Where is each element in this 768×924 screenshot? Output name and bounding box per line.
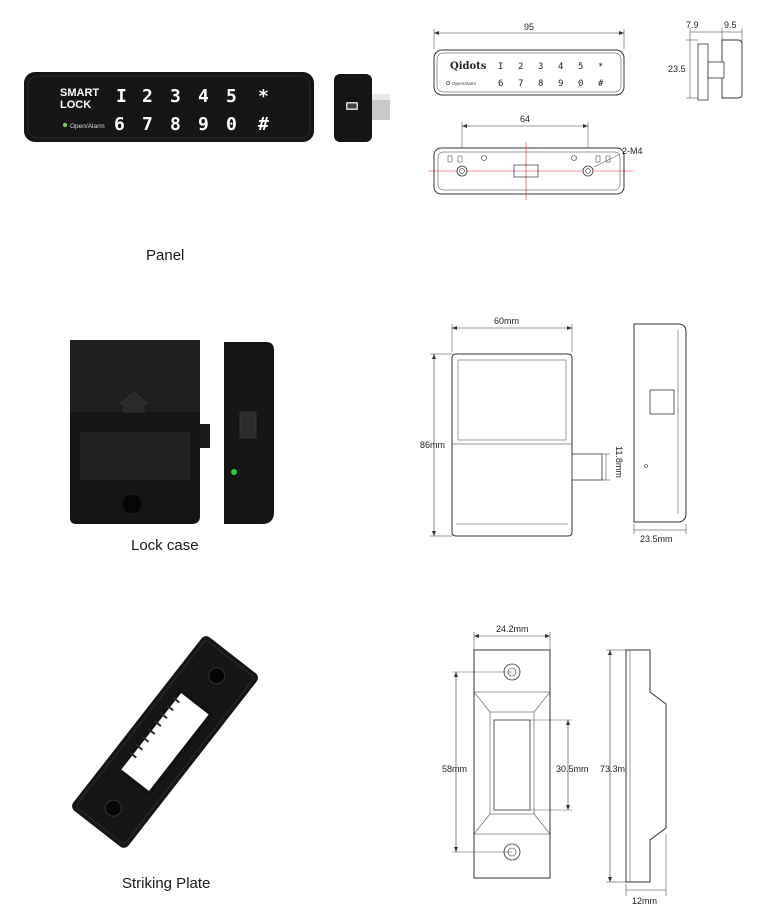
panel-keys-row2: 6 7 8 9 0 # <box>114 114 269 135</box>
key-4: 4 <box>198 86 209 107</box>
svg-text:2: 2 <box>518 62 523 72</box>
status-led <box>62 122 68 128</box>
lock-case-height-dim: 86mm <box>420 440 445 450</box>
lock-case-section: Lock case 60mm 86mm 11.8mm 23.5mm <box>0 300 768 570</box>
drawing-keys-row1: I 2 3 4 5 * <box>498 62 603 72</box>
key-0: 0 <box>226 114 237 135</box>
lock-case-front-drawing: 60mm 86mm 11.8mm <box>420 316 624 537</box>
key-8: 8 <box>170 114 181 135</box>
panel-height-dim: 23.5 <box>668 64 686 74</box>
panel-photo: SMART LOCK Open/Alarm I 2 3 4 5 * 6 7 8 … <box>24 72 314 142</box>
panel-screw-dim: 2-M4 <box>622 146 643 156</box>
plate-width-dim: 24.2mm <box>496 624 529 634</box>
panel-status-text: Open/Alarm <box>70 123 105 130</box>
svg-text:0: 0 <box>578 79 583 89</box>
striking-plate-caption: Striking Plate <box>122 875 211 892</box>
svg-text:#: # <box>598 79 604 89</box>
panel-side-drawing: 7.9 9.5 23.5 <box>668 20 743 101</box>
svg-text:3: 3 <box>538 62 543 72</box>
lock-case-led <box>231 469 237 475</box>
striking-plate-side-drawing: 73.3mm 12mm <box>600 649 667 906</box>
panel-depth-dim-a: 7.9 <box>686 20 699 30</box>
striking-plate-section: Striking Plate 24.2mm 58mm 30.5mm <box>0 610 768 910</box>
svg-text:5: 5 <box>578 62 583 72</box>
key-2: 2 <box>142 86 153 107</box>
lock-case-width-dim: 60mm <box>494 316 519 326</box>
key-7: 7 <box>142 114 153 135</box>
panel-drawing-status: Open/Alarm <box>452 81 476 86</box>
key-3: 3 <box>170 86 181 107</box>
panel-section: SMART LOCK Open/Alarm I 2 3 4 5 * 6 7 8 … <box>0 0 768 280</box>
striking-plate-photo <box>72 636 258 848</box>
svg-text:6: 6 <box>498 79 503 89</box>
svg-text:8: 8 <box>538 79 543 89</box>
panel-back-drawing: 64 2-M4 <box>428 114 643 200</box>
panel-hole-spacing-dim: 64 <box>520 114 530 124</box>
key-star: * <box>258 86 269 107</box>
plate-depth-dim: 12mm <box>632 896 657 906</box>
plate-window-dim: 30.5mm <box>556 764 589 774</box>
panel-brand-line2: LOCK <box>60 99 91 111</box>
svg-text:I: I <box>498 62 503 72</box>
panel-brand-line1: SMART <box>60 87 99 99</box>
panel-front-drawing: 95 Qidots Open/Alarm I 2 3 4 5 * 6 7 8 9… <box>433 22 625 96</box>
drawing-keys-row2: 6 7 8 9 0 # <box>498 79 604 89</box>
svg-text:7: 7 <box>518 79 523 89</box>
key-hash: # <box>258 114 269 135</box>
plate-hole-spacing-dim: 58mm <box>442 764 467 774</box>
svg-text:*: * <box>598 62 603 72</box>
svg-text:4: 4 <box>558 62 563 72</box>
panel-width-dim: 95 <box>524 22 534 32</box>
lock-case-side-drawing: 23.5mm <box>633 323 687 544</box>
panel-caption: Panel <box>146 247 185 264</box>
lock-case-front-photo <box>70 340 210 524</box>
lock-case-caption: Lock case <box>131 537 199 554</box>
svg-text:9: 9 <box>558 79 563 89</box>
key-6: 6 <box>114 114 125 135</box>
lock-case-bolt-dim: 11.8mm <box>614 446 624 478</box>
lock-case-depth-dim: 23.5mm <box>640 534 673 544</box>
striking-plate-front-drawing: 24.2mm 58mm 30.5mm <box>442 624 589 879</box>
panel-depth-dim-b: 9.5 <box>724 20 737 30</box>
panel-logo-text: Qidots <box>450 61 487 72</box>
key-5: 5 <box>226 86 237 107</box>
key-1: I <box>116 86 127 107</box>
panel-side-photo <box>334 74 390 142</box>
key-9: 9 <box>198 114 209 135</box>
lock-case-side-photo <box>224 342 274 524</box>
plate-length-dim: 73.3mm <box>600 764 633 774</box>
panel-keys-row1: I 2 3 4 5 * <box>116 86 269 107</box>
